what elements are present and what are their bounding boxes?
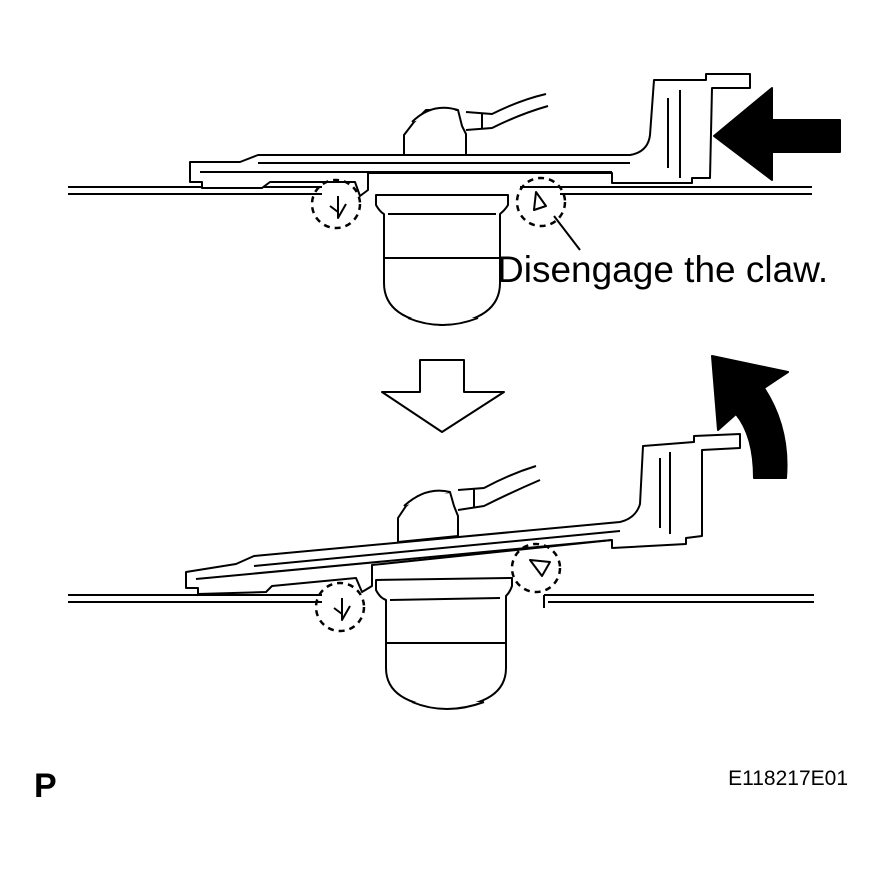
- bottom-panel: [68, 433, 814, 710]
- claw-circle-right-bottom: [510, 542, 562, 594]
- claw-circle-left-bottom: [314, 581, 366, 633]
- figure-code: E118217E01: [728, 767, 848, 790]
- lamp-bulb-top: [375, 194, 509, 326]
- lamp-housing-top: [189, 73, 751, 197]
- callout-label: Disengage the claw.: [497, 249, 828, 290]
- claw-circle-right-top: [515, 176, 567, 228]
- lamp-bulb-bottom: [375, 577, 513, 710]
- claw-circle-left-top: [310, 178, 362, 230]
- push-arrow-icon: [713, 87, 841, 181]
- top-panel: [68, 73, 812, 326]
- connector-wire-bottom: [397, 465, 541, 543]
- lift-arrow-icon: [711, 355, 789, 479]
- connector-wire-top: [403, 93, 549, 156]
- next-step-arrow-icon: [381, 359, 505, 433]
- callout-leader: [553, 215, 581, 251]
- body-panel-bottom: [68, 594, 814, 608]
- lamp-housing-bottom: [185, 433, 741, 595]
- corner-mark: P: [34, 767, 57, 805]
- body-panel-top: [68, 186, 812, 195]
